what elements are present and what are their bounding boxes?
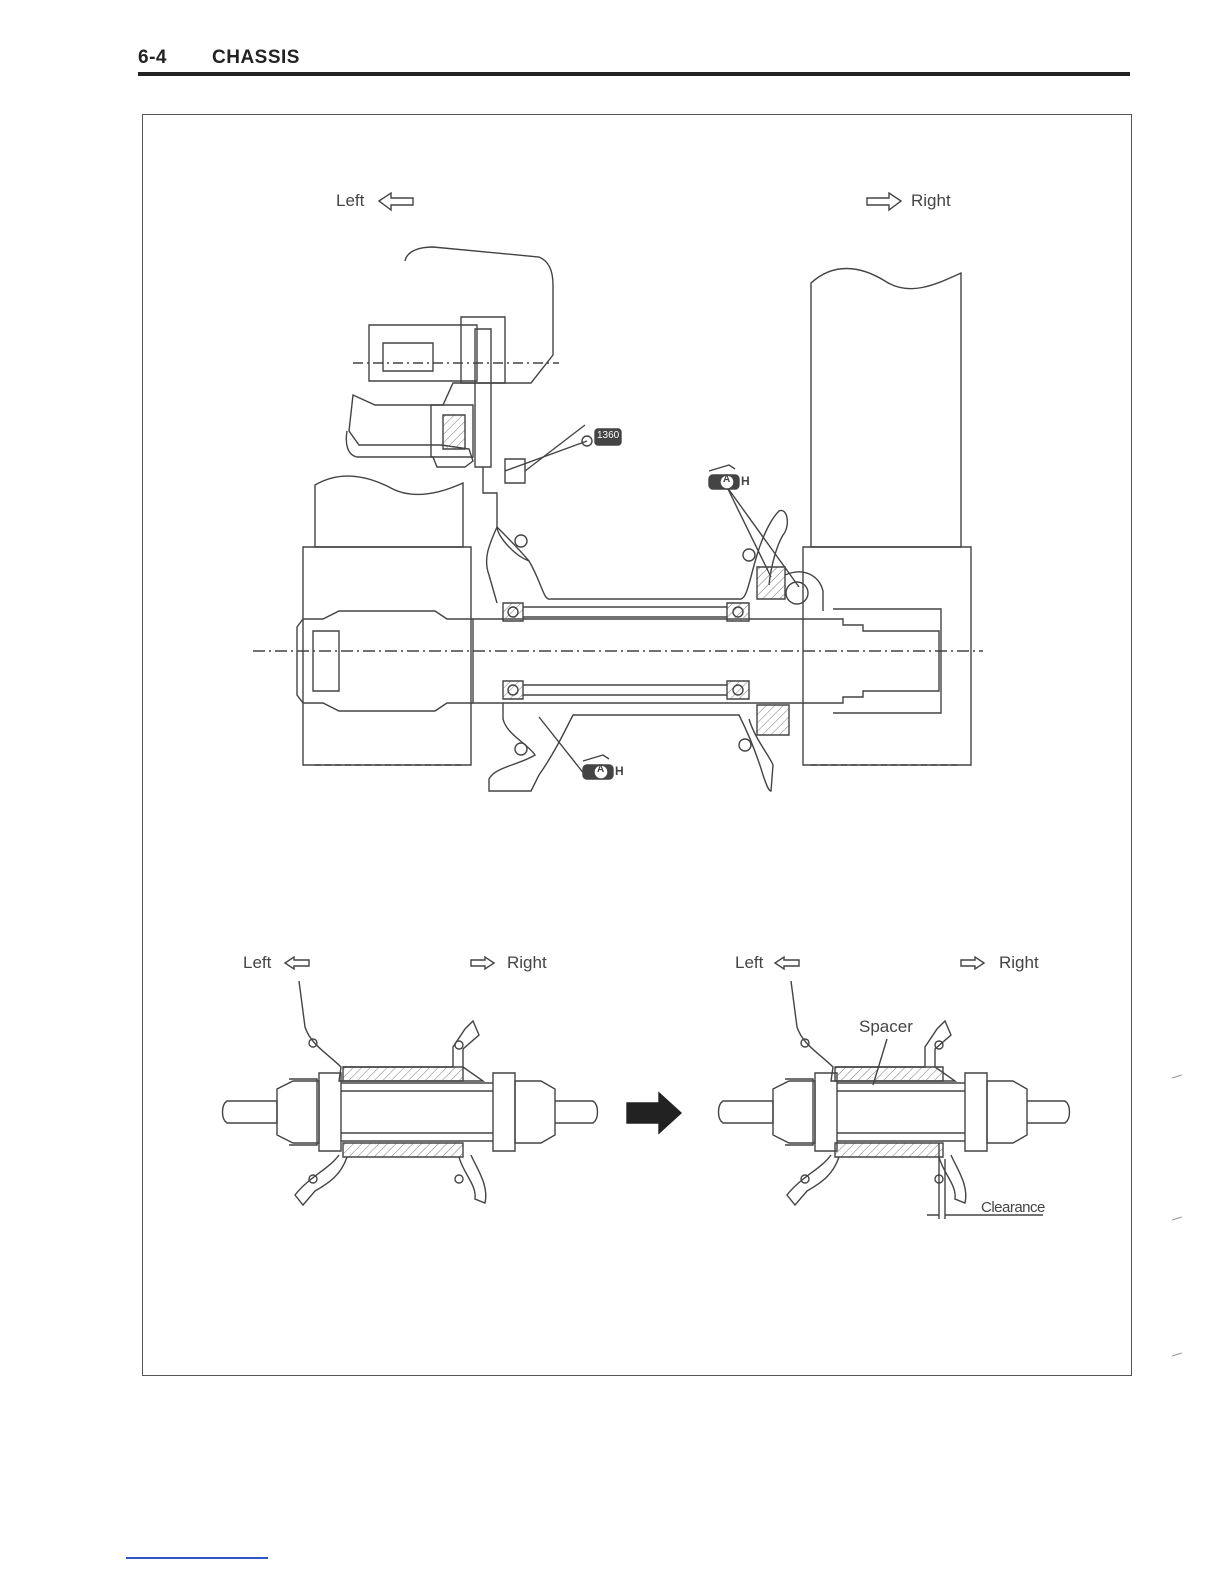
grease-suffix-lower: H	[615, 764, 624, 778]
margin-mark	[1172, 1074, 1182, 1078]
top-right-label: Right	[911, 191, 951, 211]
margin-mark	[1172, 1216, 1182, 1220]
left-arrow-icon	[775, 957, 799, 969]
grease-suffix-upper: H	[741, 474, 750, 488]
wheel-hub-diagram	[143, 115, 1133, 1377]
section-title: CHASSIS	[212, 47, 300, 69]
page-header: 6-4 CHASSIS	[138, 44, 1130, 78]
page-number: 6-4	[138, 47, 167, 69]
grease-symbol-upper: A	[723, 474, 730, 485]
figure-frame: Left Right 1360 A H A H Left Right Left …	[142, 114, 1132, 1376]
left-arrow-icon	[379, 193, 413, 210]
grease-symbol-lower: A	[597, 764, 604, 775]
clearance-label: Clearance	[981, 1199, 1045, 1216]
right-arrow-icon	[961, 957, 984, 969]
right-arrow-icon	[471, 957, 494, 969]
hub-before-spacer	[223, 981, 598, 1205]
right-arrow-icon	[867, 193, 901, 210]
bottom-left-left-label: Left	[243, 953, 271, 973]
bond-1360-label: 1360	[597, 430, 619, 441]
front-axle	[297, 611, 473, 711]
spacer-label: Spacer	[859, 1017, 913, 1037]
header-rule	[138, 72, 1130, 76]
bottom-left-right-label: Right	[507, 953, 547, 973]
margin-mark	[1172, 1352, 1182, 1356]
left-fork-leg	[315, 476, 463, 547]
left-arrow-icon	[285, 957, 309, 969]
top-left-label: Left	[336, 191, 364, 211]
hub-after-spacer	[719, 981, 1070, 1205]
footer-rule	[126, 1557, 268, 1559]
transition-arrow-icon	[627, 1093, 681, 1133]
bottom-right-right-label: Right	[999, 953, 1039, 973]
right-fork-leg	[811, 269, 961, 548]
bottom-right-left-label: Left	[735, 953, 763, 973]
